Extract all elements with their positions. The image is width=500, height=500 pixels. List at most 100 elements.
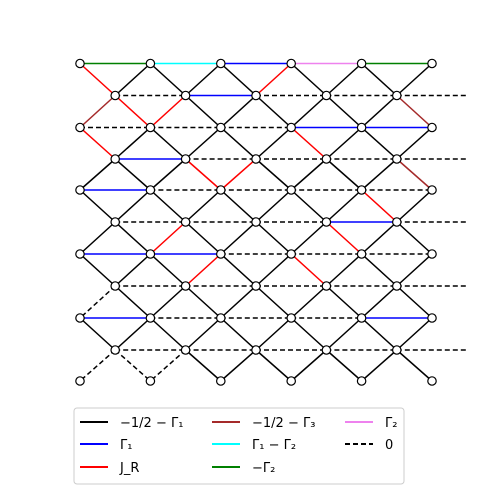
diagonal-edge: [79, 94, 116, 129]
lattice-node: [110, 90, 120, 101]
diagonal-edge: [361, 189, 398, 223]
diagonal-edge: [185, 253, 222, 287]
diagonal-edge: [149, 285, 187, 319]
diagonal-edge: [149, 158, 187, 191]
legend-label: −1/2 − Γ₃: [252, 416, 315, 431]
lattice-node: [216, 58, 226, 69]
diagonal-edge: [255, 62, 292, 97]
lattice-node: [356, 313, 367, 323]
lattice-node: [75, 249, 85, 259]
lattice-node: [286, 58, 296, 69]
diagonal-edge: [220, 317, 257, 351]
diagonal-edge: [255, 285, 292, 319]
diagonal-edge: [255, 126, 292, 160]
legend-label: −Γ₂: [252, 461, 275, 476]
lattice-node: [180, 154, 191, 164]
diagonal-edge: [79, 285, 116, 319]
diagonal-edge: [361, 349, 398, 382]
lattice-node: [216, 376, 226, 386]
diagonal-edge: [255, 221, 292, 255]
lattice-node: [110, 281, 120, 291]
diagonal-edge: [396, 221, 433, 255]
diagonal-edge: [220, 253, 257, 287]
diagonal-edge: [220, 126, 257, 160]
lattice-node: [427, 376, 437, 386]
diagonal-edge: [114, 285, 151, 319]
diagonal-edge: [290, 253, 327, 287]
diagonal-edge: [79, 221, 116, 255]
lattice-node: [216, 122, 226, 133]
legend-label: Γ₂: [385, 416, 397, 431]
diagonal-edge: [396, 94, 433, 129]
diagonal-edge: [325, 189, 363, 223]
diagonal-edge: [114, 62, 151, 97]
lattice-node: [356, 58, 367, 69]
lattice-node: [251, 217, 261, 227]
lattice-node: [391, 154, 402, 164]
legend-label: 0: [385, 438, 393, 453]
lattice-node: [145, 185, 156, 195]
lattice-node: [75, 122, 85, 133]
diagonal-edge: [325, 158, 363, 191]
diagonal-edge: [361, 94, 398, 129]
lattice-node: [356, 185, 367, 195]
diagonal-edge: [361, 126, 398, 160]
diagonal-edge: [185, 62, 222, 97]
diagonal-edge: [396, 285, 433, 319]
diagonal-edge: [325, 126, 363, 160]
lattice-node: [180, 90, 191, 101]
lattice-node: [286, 122, 296, 133]
diagonal-edge: [185, 349, 222, 382]
diagonal-edge: [396, 317, 433, 351]
diagonal-edge: [149, 253, 187, 287]
diagonal-edge: [255, 94, 292, 129]
diagonal-edge: [290, 317, 327, 351]
diagonal-edge: [396, 349, 433, 382]
lattice-node: [391, 90, 402, 101]
lattice-node: [145, 58, 156, 69]
lattice-node: [286, 313, 296, 323]
diagonal-edge: [361, 253, 398, 287]
diagonal-edge: [361, 221, 398, 255]
diagonal-edge: [79, 158, 116, 191]
diagonal-edge: [149, 94, 187, 129]
diagonal-edge: [220, 158, 257, 191]
diagonal-edge: [114, 189, 151, 223]
lattice-node: [251, 90, 261, 101]
lattice-node: [321, 154, 332, 164]
diagonal-edge: [114, 221, 151, 255]
legend-label: Γ₁: [120, 438, 132, 453]
lattice-node: [110, 154, 120, 164]
lattice-node: [216, 249, 226, 259]
lattice-node: [110, 217, 120, 227]
diagonal-edge: [325, 349, 363, 382]
lattice-node: [75, 313, 85, 323]
diagonal-edge: [114, 126, 151, 160]
diagonal-edge: [396, 158, 433, 191]
diagonal-edge: [396, 189, 433, 223]
lattice-node: [251, 345, 261, 355]
lattice-node: [145, 249, 156, 259]
lattice-node: [145, 122, 156, 133]
diagonal-edge: [79, 349, 116, 382]
diagonal-edge: [185, 94, 222, 129]
diagonal-edge: [79, 317, 116, 351]
lattice-node: [251, 154, 261, 164]
diagonal-edge: [220, 349, 257, 382]
diagonal-edge: [185, 126, 222, 160]
diagonal-edge: [185, 158, 222, 191]
diagonal-edge: [361, 317, 398, 351]
diagonal-edge: [255, 158, 292, 191]
lattice-node: [110, 345, 120, 355]
lattice-node: [356, 249, 367, 259]
diagonal-edge: [290, 189, 327, 223]
diagonal-edge: [149, 62, 187, 97]
lattice-node: [145, 376, 156, 386]
diagonal-edge: [290, 126, 327, 160]
lattice-node: [145, 313, 156, 323]
diagonal-edge: [79, 189, 116, 223]
lattice-nodes: [75, 58, 437, 386]
diagonal-edge: [149, 221, 187, 255]
